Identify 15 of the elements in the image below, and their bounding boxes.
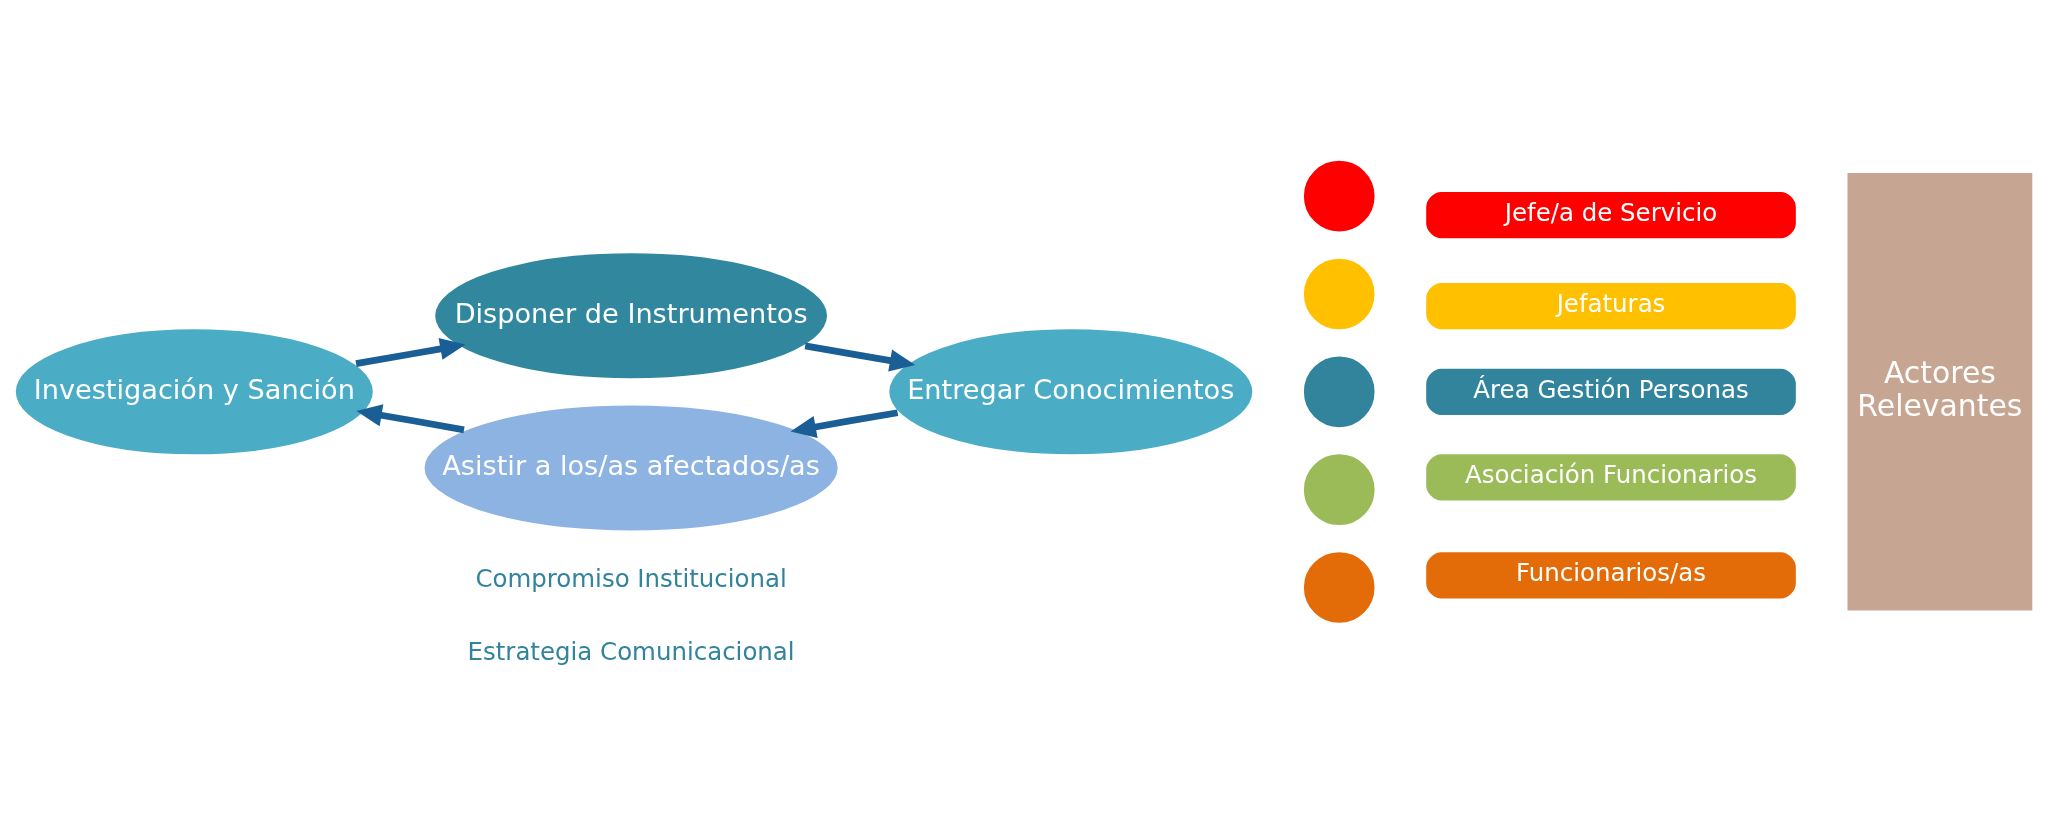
node-ellipse: Asistir a los/as afectados/as	[421, 402, 841, 533]
node-box: Área Gestión Personas	[1423, 365, 1799, 418]
node-ellipse: Investigación y Sanción	[13, 326, 376, 457]
node-circle	[1301, 255, 1378, 332]
arrow	[804, 341, 916, 372]
label: Compromiso Institucional	[475, 563, 787, 593]
node-circle	[1301, 451, 1378, 528]
arrow	[356, 403, 465, 433]
node-circle	[1301, 353, 1378, 430]
node-ellipse: Disponer de Instrumentos	[432, 250, 830, 381]
arrow	[790, 408, 899, 438]
node-box: Asociación Funcionarios	[1423, 451, 1799, 503]
node-circle	[1301, 157, 1378, 234]
arrow	[355, 337, 466, 367]
label: Estrategia Comunicacional	[467, 636, 795, 666]
